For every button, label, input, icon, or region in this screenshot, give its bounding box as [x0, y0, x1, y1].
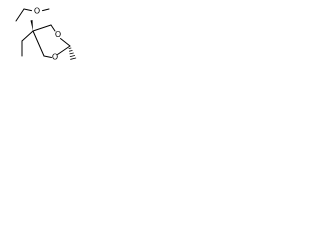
molecule-structure-diagram: O O O — [15, 7, 77, 62]
bond-hash-acetal-c-to-methyl — [68, 47, 77, 60]
bond-acetal-c-to-o-bottom — [57, 45, 71, 55]
bond-chiral-c-to-methoxy-o — [23, 8, 32, 12]
bond-quaternary-to-ethyl-ch2 — [21, 30, 34, 42]
atom-label-o-methoxy: O — [34, 7, 40, 16]
bond-o-top-to-acetal-c — [60, 38, 71, 47]
bond-quaternary-to-ring-ch2-top — [32, 24, 52, 32]
bond-methoxy-o-to-methyl — [42, 8, 50, 12]
bond-o-bottom-to-ring-ch2-bottom — [43, 55, 52, 58]
bond-chiral-c-to-left-methyl — [15, 8, 25, 22]
bond-wedge-quaternary-to-chiral-c — [30, 20, 33, 31]
atom-label-o-ring-top: O — [55, 30, 61, 39]
atom-label-o-ring-bottom: O — [52, 53, 58, 62]
bond-ring-ch2-bottom-to-quaternary — [32, 30, 45, 57]
atom-o-methoxy: O — [34, 7, 40, 16]
atom-o-ring-bottom: O — [52, 53, 58, 62]
atom-o-ring-top: O — [55, 30, 61, 39]
bond-ring-ch2-top-to-o-top — [50, 24, 56, 32]
